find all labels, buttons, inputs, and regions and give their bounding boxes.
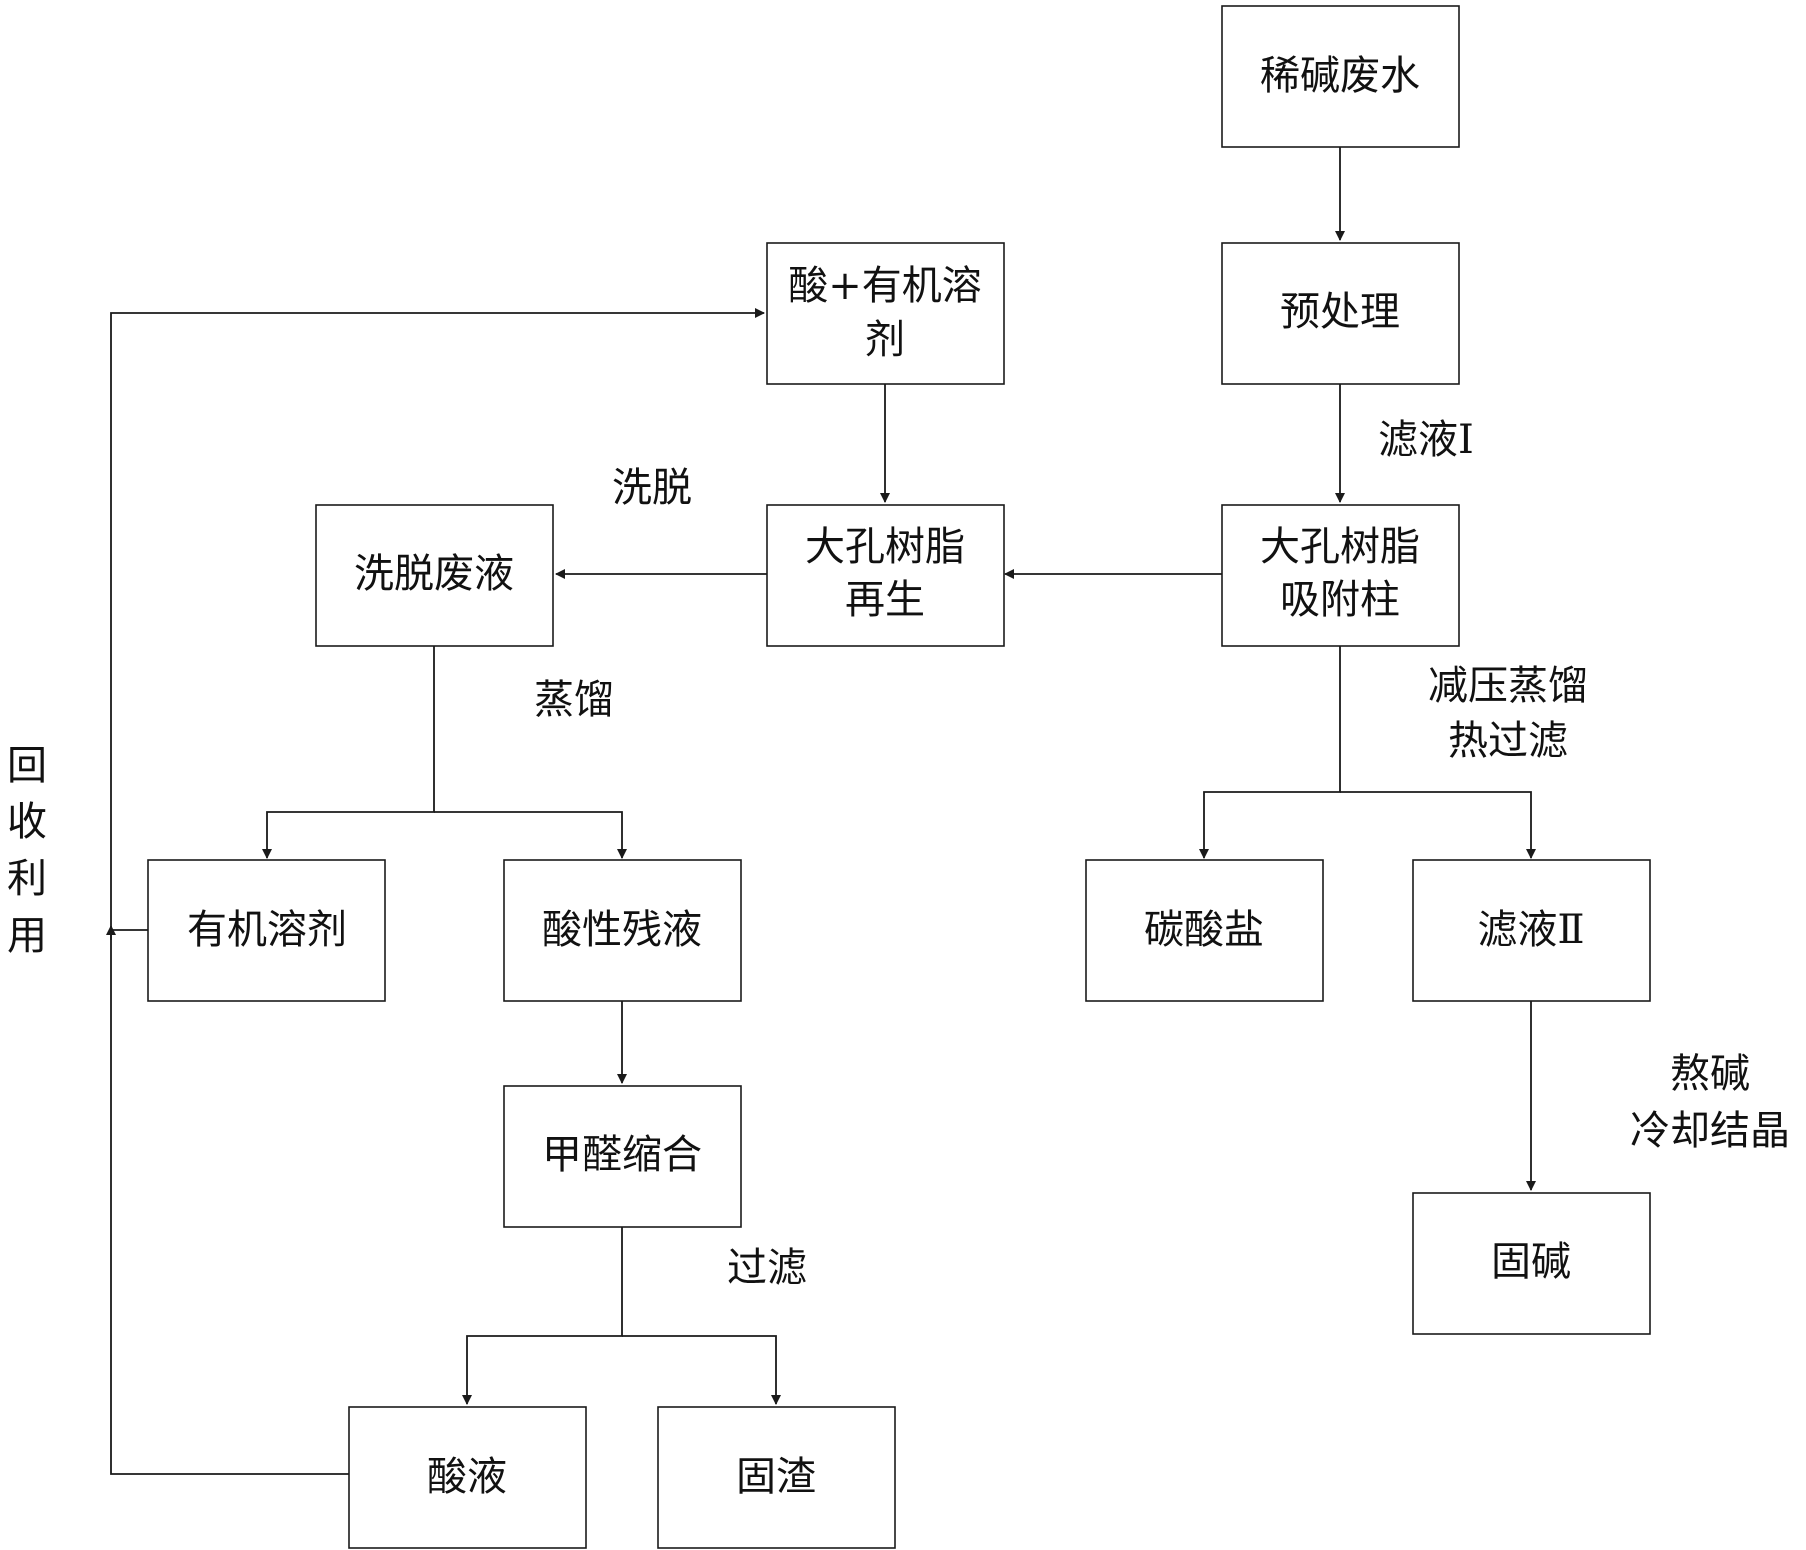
edge-elution-waste-trunk: [262, 646, 435, 859]
svg-text:有机溶剂: 有机溶剂: [187, 907, 347, 953]
node-resin-adsorption: 大孔树脂 吸附柱: [1221, 504, 1460, 647]
node-filtrate-2: 滤液Ⅱ: [1412, 859, 1651, 1002]
svg-text:固碱: 固碱: [1491, 1239, 1571, 1285]
node-elution-waste: 洗脱废液: [315, 504, 554, 647]
label-distillation: 蒸馏: [534, 677, 614, 723]
label-boil-alkali: 熬碱: [1670, 1051, 1750, 1097]
label-recycle-char-3: 利: [7, 856, 47, 902]
svg-text:甲醛缩合: 甲醛缩合: [542, 1132, 702, 1178]
node-pretreatment: 预处理: [1221, 242, 1460, 385]
node-acid-solvent: 酸+有机溶 剂: [766, 242, 1005, 385]
svg-text:吸附柱: 吸附柱: [1280, 577, 1400, 623]
node-formaldehyde-condensation: 甲醛缩合: [503, 1085, 742, 1228]
label-filtrate-1: 滤液Ⅰ: [1378, 417, 1474, 463]
svg-text:酸+有机溶: 酸+有机溶: [788, 263, 982, 309]
label-cooling-crystallization: 冷却结晶: [1630, 1108, 1790, 1154]
svg-text:剂: 剂: [865, 317, 905, 363]
svg-text:大孔树脂: 大孔树脂: [1260, 524, 1420, 570]
edges: [106, 147, 1536, 1475]
label-vacuum-distillation: 减压蒸馏: [1428, 663, 1588, 709]
svg-text:酸液: 酸液: [427, 1454, 507, 1500]
node-carbonate: 碳酸盐: [1085, 859, 1324, 1002]
svg-text:预处理: 预处理: [1280, 289, 1400, 335]
svg-text:再生: 再生: [845, 577, 925, 623]
node-acidic-residue: 酸性残液: [503, 859, 742, 1002]
label-filtration: 过滤: [727, 1245, 807, 1291]
label-recycle-char-1: 回: [7, 743, 47, 789]
label-recycle-char-2: 收: [7, 799, 47, 845]
svg-text:洗脱废液: 洗脱废液: [354, 551, 514, 597]
node-acid-liquid: 酸液: [348, 1406, 587, 1549]
svg-text:大孔树脂: 大孔树脂: [805, 524, 965, 570]
node-resin-regeneration: 大孔树脂 再生: [766, 504, 1005, 647]
label-elution: 洗脱: [612, 465, 692, 511]
svg-text:固渣: 固渣: [736, 1454, 816, 1500]
node-solid-alkali: 固碱: [1412, 1192, 1651, 1335]
svg-text:酸性残液: 酸性残液: [542, 907, 702, 953]
label-recycle-char-4: 用: [7, 913, 47, 959]
label-hot-filtration: 热过滤: [1448, 718, 1568, 764]
edge-adsorption-to-filtrate2: [1340, 791, 1536, 859]
edge-labels: 滤液Ⅰ 洗脱 蒸馏 减压蒸馏 热过滤 熬碱 冷却结晶 过滤 回 收 利 用: [7, 417, 1790, 1291]
edge-adsorption-trunk: [1199, 646, 1341, 859]
node-solid-residue: 固渣: [657, 1406, 896, 1549]
edge-acid-liquid-recycle: [110, 308, 765, 1475]
edge-elution-waste-to-residue: [434, 811, 627, 859]
svg-text:稀碱废水: 稀碱废水: [1260, 53, 1420, 99]
edge-condensation-to-acid-liquid: [462, 1227, 623, 1405]
svg-text:碳酸盐: 碳酸盐: [1144, 907, 1264, 953]
svg-text:滤液Ⅱ: 滤液Ⅱ: [1477, 907, 1584, 953]
node-organic-solvent: 有机溶剂: [147, 859, 386, 1002]
node-dilute-alkali-wastewater: 稀碱废水: [1221, 5, 1460, 148]
edge-condensation-to-solid-residue: [622, 1335, 781, 1405]
